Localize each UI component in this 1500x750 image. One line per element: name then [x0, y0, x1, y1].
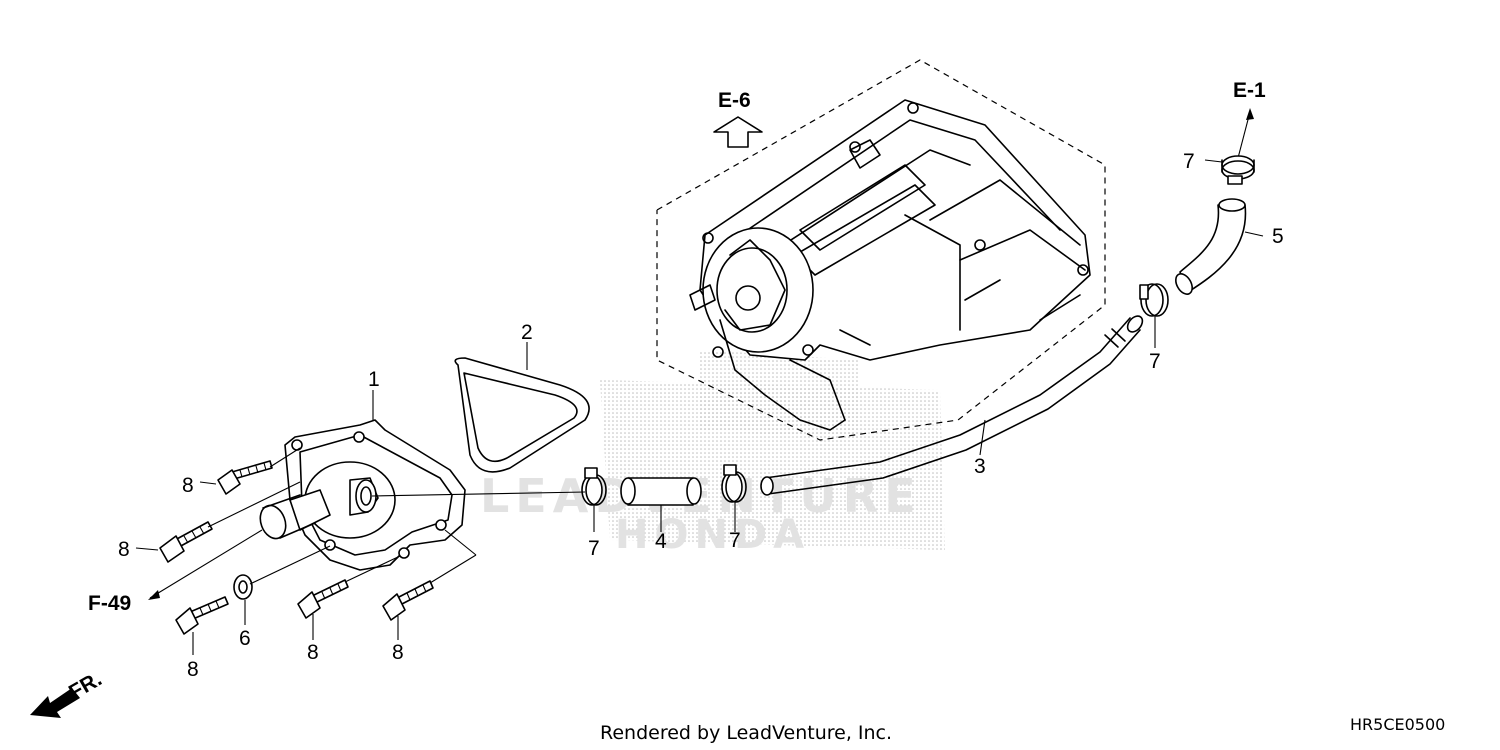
leader-lines [135, 159, 1264, 655]
label-part-5: 5 [1272, 225, 1284, 248]
washer [233, 574, 253, 600]
bent-hose [1175, 198, 1247, 295]
front-arrow-icon [30, 688, 80, 718]
reference-f49: F-49 [88, 592, 131, 615]
label-part-8-c: 8 [187, 658, 199, 681]
label-part-8-e: 8 [392, 641, 404, 664]
watermark-shading [600, 350, 945, 550]
label-part-8-a: 8 [182, 474, 194, 497]
engine-case [689, 99, 1091, 431]
label-part-8-b: 8 [118, 538, 130, 561]
label-part-7-right: 7 [1149, 350, 1161, 373]
e1-arrow-icon [1237, 108, 1254, 159]
water-pipe [760, 315, 1144, 496]
label-part-6: 6 [239, 627, 251, 650]
diagram-code: HR5CE0500 [1350, 715, 1445, 734]
bolt-5 [382, 580, 434, 621]
label-part-3: 3 [974, 455, 986, 478]
reference-e6: E-6 [718, 89, 751, 112]
label-part-7-top: 7 [1183, 150, 1195, 173]
bolt-4 [297, 579, 349, 619]
clamp-middle [721, 464, 747, 503]
label-part-1: 1 [368, 368, 380, 391]
short-hose [620, 477, 702, 506]
e6-arrow-icon [713, 116, 763, 148]
o-ring [454, 357, 590, 473]
clamp-right [1139, 283, 1169, 317]
label-part-4: 4 [655, 530, 667, 553]
footer-text: Rendered by LeadVenture, Inc. [600, 722, 892, 744]
watermark-logo-text: HONDA [615, 512, 810, 558]
water-pump-cover [259, 419, 466, 571]
bolt-3 [175, 596, 229, 635]
bolt-1 [217, 460, 273, 495]
reference-e1: E-1 [1233, 79, 1266, 102]
label-part-2: 2 [521, 321, 533, 344]
engine-case-outline [656, 59, 1106, 441]
bolt-2 [159, 521, 213, 563]
clamp-left [581, 467, 607, 506]
label-part-7-middle: 7 [729, 529, 741, 552]
label-part-7-left: 7 [588, 537, 600, 560]
label-part-8-d: 8 [307, 641, 319, 664]
clamp-top [1221, 155, 1255, 185]
